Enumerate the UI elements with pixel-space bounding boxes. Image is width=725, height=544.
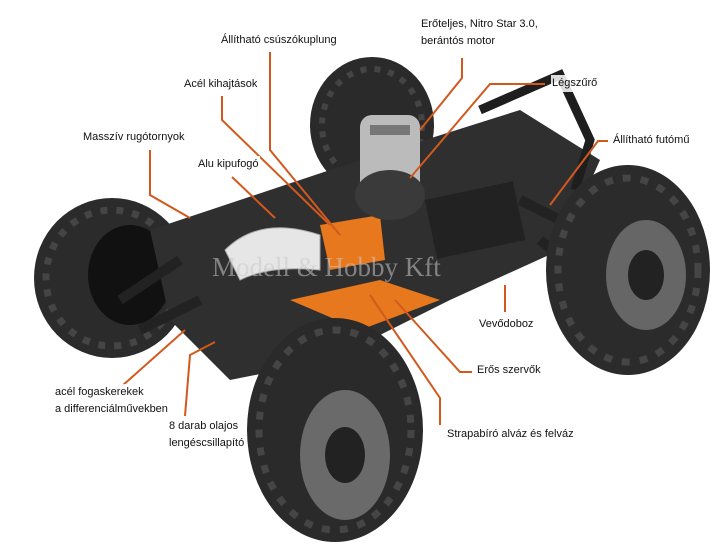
leader-driveshafts <box>221 96 331 226</box>
label-shock-towers: Masszív rugótornyok <box>82 129 186 146</box>
leader-servos <box>394 299 472 373</box>
label-servos: Erős szervők <box>476 362 542 379</box>
right-tire <box>546 165 710 375</box>
label-clutch: Állítható csúszókuplung <box>220 32 338 49</box>
label-gears-line2: a differenciálművekben <box>54 401 169 418</box>
leader-exhaust <box>231 176 276 219</box>
leader-lines <box>121 52 608 425</box>
label-shocks-line1: 8 darab olajos <box>168 418 240 435</box>
front-tire <box>247 318 423 542</box>
label-engine-line1: Erőteljes, Nitro Star 3.0, <box>420 16 539 33</box>
label-gears-line1: acél fogaskerekek <box>54 384 145 401</box>
leader-air-filter <box>409 83 545 179</box>
watermark: Modell & Hobby Kft <box>212 252 441 282</box>
orange-chassis-plate <box>290 280 440 330</box>
label-exhaust: Alu kipufogó <box>197 156 260 173</box>
label-engine-line2: berántós motor <box>420 33 496 50</box>
leader-gears <box>121 329 186 387</box>
leader-chassis <box>369 294 441 425</box>
leader-suspension <box>549 140 608 206</box>
engine <box>355 115 425 220</box>
label-driveshafts: Acél kihajtások <box>183 76 259 93</box>
label-receiver-box: Vevődoboz <box>478 316 535 333</box>
label-chassis: Strapabíró alváz és felváz <box>446 426 575 443</box>
left-tire <box>34 198 190 358</box>
label-suspension: Állítható futómű <box>612 132 691 149</box>
leader-shock-towers <box>149 150 191 219</box>
label-air-filter: Légszűrő <box>551 75 599 92</box>
leader-shocks <box>184 341 216 417</box>
leader-engine <box>419 58 463 131</box>
label-shocks-line2: lengéscsillapító <box>168 435 246 452</box>
leader-clutch <box>269 52 341 236</box>
